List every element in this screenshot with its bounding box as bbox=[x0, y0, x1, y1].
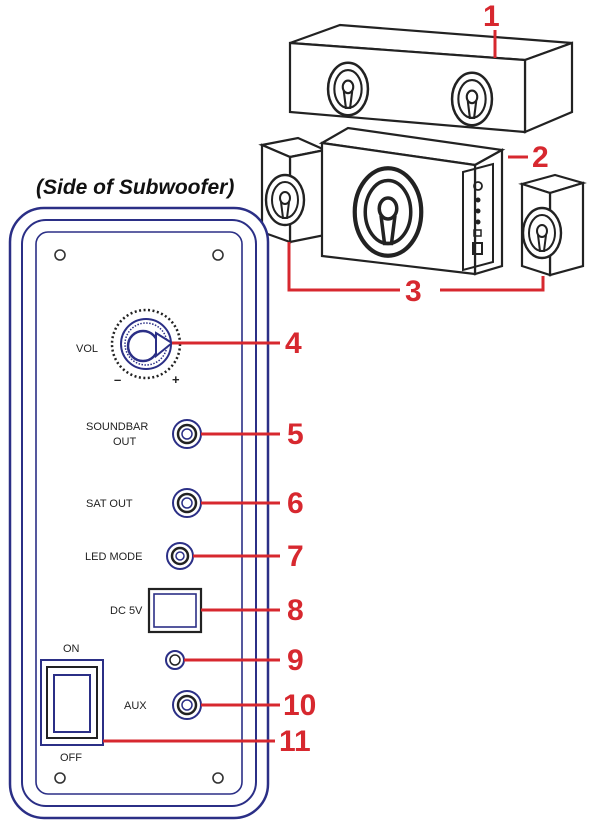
aux-jack[interactable] bbox=[172, 690, 202, 720]
callout-1: 1 bbox=[483, 0, 500, 58]
callout-number-9: 9 bbox=[287, 644, 304, 677]
center-right-driver-icon bbox=[450, 71, 494, 127]
callout-number-10: 10 bbox=[283, 689, 316, 722]
panel-title: (Side of Subwoofer) bbox=[36, 176, 234, 199]
volume-knob[interactable] bbox=[110, 308, 182, 380]
center-speaker bbox=[288, 23, 574, 134]
soundbar-out-label-line1: SOUNDBAR bbox=[86, 421, 148, 433]
screw-icon bbox=[54, 249, 66, 261]
callout-9: 9 bbox=[184, 644, 304, 677]
callout-5: 5 bbox=[201, 418, 304, 451]
vol-label: VOL bbox=[76, 343, 98, 355]
callout-2: 2 bbox=[508, 141, 549, 174]
sat-out-label: SAT OUT bbox=[86, 498, 133, 510]
left-satellite-driver-icon bbox=[264, 173, 306, 227]
screw-icon bbox=[212, 249, 224, 261]
sat-out-jack[interactable] bbox=[172, 488, 202, 518]
callout-8: 8 bbox=[201, 594, 304, 627]
callout-number-8: 8 bbox=[287, 594, 304, 627]
left-satellite-speaker bbox=[258, 136, 329, 244]
power-switch[interactable] bbox=[40, 659, 104, 746]
callout-number-1: 1 bbox=[483, 0, 500, 33]
aux-label: AUX bbox=[124, 700, 147, 712]
right-satellite-speaker bbox=[518, 173, 587, 277]
vol-plus-label: + bbox=[172, 372, 180, 387]
callout-number-7: 7 bbox=[287, 540, 304, 573]
vol-minus-label: – bbox=[114, 372, 121, 387]
callout-4: 4 bbox=[172, 327, 302, 360]
dc-5v-port[interactable] bbox=[147, 587, 203, 634]
subwoofer bbox=[318, 126, 506, 276]
led-mode-label: LED MODE bbox=[85, 551, 142, 563]
callout-7: 7 bbox=[193, 540, 304, 573]
led-mode-button[interactable] bbox=[166, 542, 194, 570]
callout-number-11: 11 bbox=[279, 725, 311, 758]
power-on-label: ON bbox=[63, 643, 80, 655]
subwoofer-driver-icon bbox=[355, 168, 422, 256]
callout-number-3: 3 bbox=[405, 275, 422, 308]
callout-number-6: 6 bbox=[287, 487, 304, 520]
callout-number-5: 5 bbox=[287, 418, 304, 451]
power-off-label: OFF bbox=[60, 752, 82, 764]
callout-11: 11 bbox=[103, 725, 311, 758]
knob-icon bbox=[473, 181, 483, 191]
screw-icon bbox=[212, 772, 224, 784]
right-satellite-driver-icon bbox=[521, 206, 563, 260]
callout-6: 6 bbox=[201, 487, 304, 520]
dc-5v-label: DC 5V bbox=[110, 605, 143, 617]
center-left-driver-icon bbox=[326, 61, 370, 117]
callout-number-2: 2 bbox=[532, 141, 549, 174]
callout-10: 10 bbox=[201, 689, 316, 722]
led-indicator bbox=[165, 650, 185, 670]
callout-3: 3 bbox=[287, 242, 545, 308]
screw-icon bbox=[54, 772, 66, 784]
soundbar-out-label-line2: OUT bbox=[113, 436, 137, 448]
soundbar-out-jack[interactable] bbox=[172, 419, 202, 449]
callout-number-4: 4 bbox=[285, 327, 302, 360]
